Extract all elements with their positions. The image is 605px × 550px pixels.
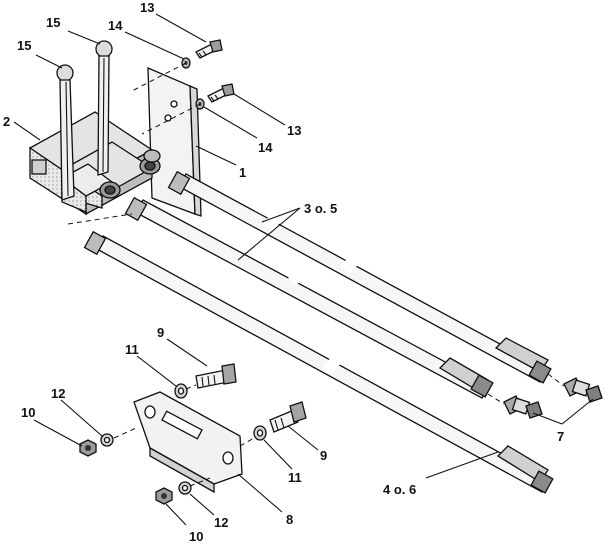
nut-10-left	[79, 439, 97, 457]
nut-10-bottom	[155, 487, 173, 505]
washer-12-bottom	[178, 481, 192, 495]
coupling-right	[563, 377, 603, 403]
bolt-top-upper	[195, 39, 223, 59]
callout-11-top: 11	[125, 342, 139, 357]
callout-9-right: 9	[320, 448, 327, 463]
callout-8: 8	[286, 512, 293, 527]
callout-12-bottom: 12	[214, 515, 228, 530]
bolt-lower-upper	[195, 363, 237, 389]
callout-10-bottom: 10	[189, 529, 203, 544]
hose-middle	[124, 196, 494, 399]
washer-top-upper	[181, 57, 191, 69]
bolt-top-lower	[207, 83, 235, 103]
callout-9-top: 9	[157, 325, 164, 340]
washer-lower-right	[253, 425, 267, 441]
hose-lower	[83, 230, 554, 494]
bolt-lower-right	[269, 401, 307, 433]
callout-7: 7	[557, 429, 564, 444]
callout-11-right: 11	[288, 470, 302, 485]
callout-4-o-6: 4 o. 6	[383, 482, 416, 497]
support-bracket-part	[133, 391, 243, 494]
callout-14-top: 14	[108, 18, 123, 33]
callout-10-left: 10	[21, 405, 35, 420]
valve-block-part	[28, 111, 161, 216]
callout-1: 1	[239, 165, 246, 180]
lever-left	[56, 64, 75, 201]
lever-right	[95, 40, 113, 176]
callout-14-mid: 14	[258, 140, 273, 155]
callout-13-top: 13	[140, 0, 154, 15]
callout-2: 2	[3, 114, 10, 129]
washer-lower-upper	[174, 383, 188, 399]
callout-3-o-5: 3 o. 5	[304, 201, 337, 216]
callout-13-mid: 13	[287, 123, 301, 138]
coupling-left	[503, 395, 543, 419]
callout-12-left: 12	[51, 386, 65, 401]
callout-15-a: 15	[46, 15, 60, 30]
callout-15-b: 15	[17, 38, 31, 53]
washer-12-left	[100, 433, 114, 447]
hose-upper	[167, 170, 552, 384]
leader-lines	[13, 13, 594, 526]
